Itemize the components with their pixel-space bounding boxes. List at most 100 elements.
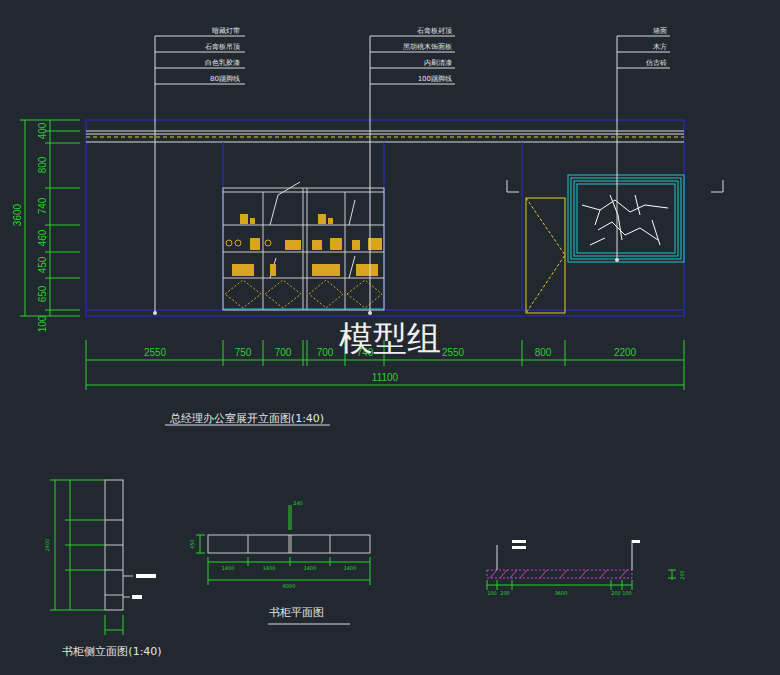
cad-line <box>617 36 618 260</box>
cad-circle <box>235 240 241 246</box>
cad-g <box>155 36 670 313</box>
cad-g <box>20 120 684 635</box>
cad-rect <box>232 264 254 276</box>
annotation-label: 100 <box>38 316 48 333</box>
cad-line <box>25 120 26 316</box>
cad-line <box>55 480 56 610</box>
cad-path <box>507 180 723 192</box>
annotation-label: 700 <box>317 348 334 358</box>
label-text: 木方 <box>653 43 667 51</box>
label-text: 200 <box>500 590 510 596</box>
label-text: 2550 <box>442 347 464 358</box>
label-text: 450 <box>37 257 48 274</box>
cad-line <box>270 195 278 225</box>
cad-rect <box>136 574 156 578</box>
annotation-label: 黑胡桃木饰面板 <box>403 44 452 51</box>
cad-line <box>303 188 304 310</box>
cad-line <box>370 36 455 37</box>
label-text: 460 <box>37 230 48 247</box>
label-text: 700 <box>275 347 292 358</box>
cad-circle <box>265 240 271 246</box>
cad-line <box>86 137 684 138</box>
label-text: 100踢脚线 <box>418 75 452 83</box>
label-text: 240 <box>293 500 303 506</box>
cad-line <box>370 36 371 313</box>
cad-path <box>309 280 343 308</box>
cad-rect <box>330 238 342 250</box>
label-text: 内刷清漆 <box>424 59 452 67</box>
cad-line <box>617 52 670 53</box>
cad-rect <box>328 218 333 224</box>
cad-path <box>265 280 301 308</box>
label-text: 400 <box>37 123 48 140</box>
annotation-label: 80踢脚线 <box>210 76 240 83</box>
cad-line <box>86 360 684 361</box>
annotation-label: 石膏板封顶 <box>417 28 452 35</box>
cad-line <box>123 597 130 598</box>
cad-rect <box>250 218 255 224</box>
label-text: 暗藏灯带 <box>212 27 240 35</box>
annotation-label: 2550 <box>442 348 464 358</box>
label-text: 模型组 <box>339 318 441 358</box>
label-text: 700 <box>317 347 334 358</box>
annotation-label: 100踢脚线 <box>418 76 452 83</box>
cad-line <box>155 84 245 85</box>
label-text: 6000 <box>283 583 296 589</box>
cad-line <box>349 200 355 225</box>
cad-path <box>487 570 676 590</box>
annotation-label: 200 <box>680 570 685 580</box>
label-text: 书柜平面图 <box>269 606 324 619</box>
cad-circle <box>615 258 619 262</box>
annotation-label: 650 <box>38 286 48 303</box>
cad-rect <box>568 175 684 262</box>
cad-path <box>20 120 80 316</box>
cad-rect <box>356 264 378 276</box>
cad-path <box>347 280 382 308</box>
annotation-label: 仿古砖 <box>646 60 667 67</box>
annotation-label: 100 <box>622 591 632 596</box>
label-text: 11100 <box>372 372 398 383</box>
cad-path <box>490 570 627 578</box>
label-text: 3600 <box>12 204 23 226</box>
annotation-label: 1400 <box>344 566 357 571</box>
label-text: 2200 <box>614 347 636 358</box>
annotation-label: 240 <box>293 501 303 506</box>
cad-rect <box>512 540 526 543</box>
annotation-label: 11100 <box>372 373 398 383</box>
label-text: 740 <box>37 198 48 215</box>
cad-rect <box>312 240 322 250</box>
annotation-label: 450 <box>38 257 48 274</box>
cad-line <box>270 258 276 278</box>
cad-rect <box>250 238 260 250</box>
label-text: 100 <box>622 590 632 596</box>
label-text: 1400 <box>344 565 357 571</box>
annotation-label: 2550 <box>144 348 166 358</box>
annotation-label: 700 <box>275 348 292 358</box>
cad-rect <box>105 480 123 610</box>
annotation-label: 白色乳胶漆 <box>205 60 240 67</box>
annotation-label: 450 <box>190 539 195 549</box>
cad-g <box>86 120 723 316</box>
label-text: 800 <box>37 157 48 174</box>
cad-rect <box>352 240 360 250</box>
annotation-label: 内刷清漆 <box>424 60 452 67</box>
annotation-label: 木方 <box>653 44 667 51</box>
cad-line <box>617 36 670 37</box>
label-text: 1400 <box>304 565 317 571</box>
annotation-label: 3600 <box>555 591 568 596</box>
annotation-label: 2200 <box>614 348 636 358</box>
annotation-label: 200 <box>611 591 621 596</box>
annotation-label: 800 <box>535 348 552 358</box>
label-text: 1400 <box>222 565 235 571</box>
label-text: 650 <box>37 286 48 303</box>
annotation-label: 800 <box>38 157 48 174</box>
cad-line <box>263 192 264 310</box>
cad-line <box>522 142 523 310</box>
annotation-label: 3600 <box>13 204 23 226</box>
cad-rect <box>208 535 370 553</box>
cad-g <box>225 280 382 308</box>
cad-rect <box>132 595 142 599</box>
cad-line <box>50 120 51 316</box>
cad-path <box>196 505 370 585</box>
